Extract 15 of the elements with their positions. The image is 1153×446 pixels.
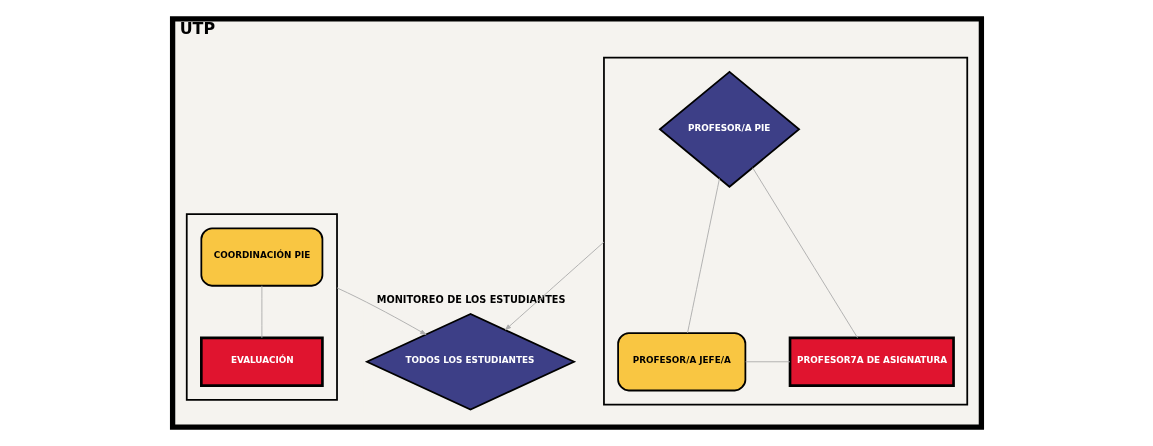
- arrow: [336, 287, 426, 335]
- connector: [744, 361, 790, 363]
- node-label: MONITOREO DE LOS ESTUDIANTES: [376, 294, 565, 306]
- node-diamond: PROFESOR/A PIE: [657, 70, 800, 188]
- node-box: EVALUACIÓN: [199, 336, 324, 387]
- node-box: COORDINACIÓN PIE: [199, 227, 323, 287]
- cluster: [185, 213, 338, 401]
- connector: [751, 167, 858, 339]
- connector: [686, 178, 720, 334]
- node-box: PROFESOR7A DE ASIGNATURA: [788, 336, 955, 387]
- node-diamond: TODOS LOS ESTUDIANTES: [364, 313, 576, 411]
- node-box: PROFESOR/A JEFE/A: [616, 332, 746, 392]
- arrow: [504, 241, 604, 331]
- connector: [260, 285, 262, 339]
- cluster: [602, 56, 968, 406]
